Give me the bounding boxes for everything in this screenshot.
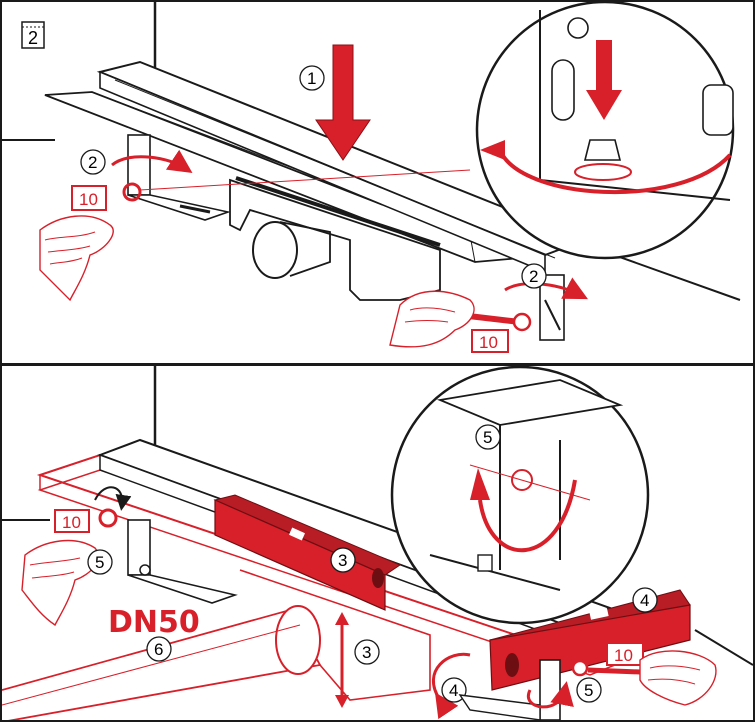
- callout-height-adjust: 3: [362, 643, 371, 662]
- wrench-icon: [122, 169, 471, 202]
- callout-loosen-left: 2: [88, 153, 97, 172]
- wrench-size-right: [471, 329, 509, 353]
- step-number: 2: [28, 28, 38, 48]
- hand-icon: [389, 290, 475, 348]
- callout-rotate-left: 4: [449, 681, 458, 700]
- svg-text:10: 10: [479, 333, 498, 352]
- callout-tighten-zoom: 5: [483, 428, 492, 447]
- callout-circle: [299, 65, 325, 91]
- height-adjust-arrow-icon: [335, 612, 349, 708]
- callout-level-right: 4: [640, 591, 649, 610]
- wrench-icon: [98, 508, 118, 528]
- foot-bracket-left: [127, 134, 231, 221]
- hand-icon: [639, 650, 717, 706]
- step-badge: 2: [21, 21, 45, 49]
- zoom-detail-top: [475, 2, 735, 260]
- zoom-detail-bottom: [390, 366, 650, 625]
- siphon-body: [229, 176, 441, 301]
- bottom-panel: DN50 6 3 4: [2, 366, 753, 720]
- callout-press: 1: [307, 69, 316, 88]
- wrench-size-right: [606, 642, 644, 666]
- callout-loosen-right: 2: [529, 267, 538, 286]
- svg-text:10: 10: [79, 190, 98, 209]
- callout-tighten-right: 5: [584, 681, 593, 700]
- wrench-size-left: [54, 509, 90, 533]
- rotate-arrow-icon: [111, 149, 193, 173]
- top-panel: 1 2 10 2 10: [2, 2, 741, 353]
- pipe-size-label: DN50: [108, 605, 200, 640]
- svg-text:10: 10: [62, 513, 81, 532]
- callout-pipe: 6: [154, 640, 163, 659]
- callout-level-left: 3: [338, 551, 347, 570]
- svg-text:10: 10: [614, 646, 633, 665]
- down-arrow-icon: [315, 44, 371, 161]
- drain-pipe: [2, 569, 431, 720]
- rotate-arrow-icon: [432, 652, 471, 720]
- callout-tighten-left: 5: [95, 553, 104, 572]
- hand-icon: [21, 539, 99, 627]
- wrench-icon: [571, 659, 641, 677]
- rotate-arrow-icon: [526, 681, 574, 709]
- wrench-size-left: [71, 185, 107, 211]
- rotate-arrow-icon: [94, 486, 132, 511]
- foot-bracket-left: [127, 519, 238, 604]
- hand-icon: [39, 215, 114, 302]
